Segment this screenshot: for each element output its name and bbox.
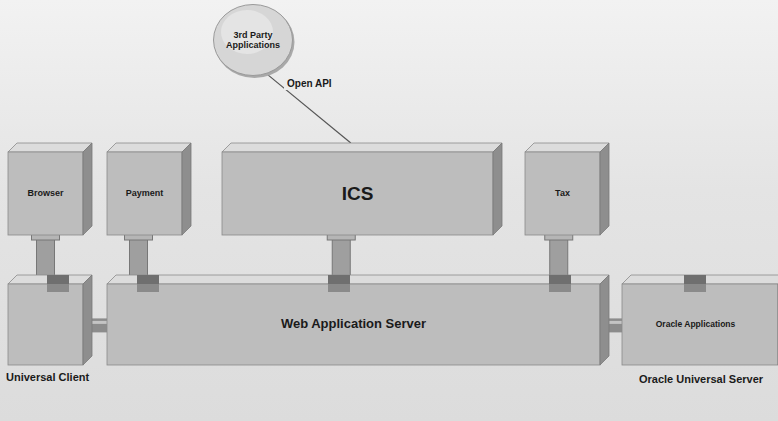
block-side: [600, 143, 609, 235]
block-label: 3rd Party Applications: [221, 30, 285, 51]
block-top: [107, 143, 191, 152]
block-face: Browser: [10, 152, 81, 235]
base-block: Oracle ApplicationsOracle Universal Serv…: [622, 275, 778, 365]
block-top: [622, 275, 778, 284]
block-label: ICS: [342, 183, 374, 205]
block-top: [8, 275, 92, 284]
block-side: [83, 275, 92, 365]
block-face: Web Application Server: [109, 284, 598, 365]
base-block: Web Application Server: [107, 275, 609, 365]
socket-notch: [328, 284, 350, 292]
block-top: [8, 143, 92, 152]
block-side: [182, 143, 191, 235]
block-label: Tax: [555, 188, 570, 198]
block-front: [107, 284, 600, 365]
block-side: [83, 143, 92, 235]
block-front: [525, 152, 600, 235]
base-shape: [8, 275, 92, 365]
block-top: [107, 275, 609, 284]
socket-notch: [328, 275, 350, 284]
block-front: [8, 284, 83, 365]
block-front: [222, 152, 493, 235]
block-face: Oracle Applications: [624, 284, 767, 365]
socket-notch: [47, 284, 69, 292]
connector-highlight: [609, 321, 622, 324]
block-caption: Oracle Universal Server: [628, 373, 774, 386]
api-line: [266, 73, 351, 143]
connector-plug: [92, 318, 107, 332]
socket-notch: [137, 275, 159, 284]
block-label: Payment: [126, 188, 164, 198]
module-block: ICS: [222, 143, 502, 235]
block-side: [600, 275, 609, 365]
socket-notch: [549, 275, 571, 284]
circle-body: [214, 5, 293, 76]
block-face: ICS: [224, 152, 491, 235]
edge-label: Open API: [284, 77, 335, 90]
module-block: Tax: [525, 143, 609, 235]
module-block: Browser: [8, 143, 92, 235]
module-block: Payment: [107, 143, 191, 235]
socket-notch: [684, 284, 706, 292]
socket-notch: [549, 284, 571, 292]
block-label: Oracle Applications: [656, 320, 736, 330]
socket-notch: [47, 275, 69, 284]
base-block: Universal Client: [8, 275, 92, 365]
socket-notch: [137, 284, 159, 292]
block-front: [622, 284, 778, 365]
block-caption: Universal Client: [6, 371, 146, 384]
block-top: [525, 143, 609, 152]
block-front: [8, 152, 83, 235]
external-app-circle: 3rd Party Applications: [213, 4, 293, 76]
block-label: Browser: [27, 188, 63, 198]
connector-plug: [609, 318, 622, 332]
block-face: Payment: [109, 152, 180, 235]
block-top: [222, 143, 502, 152]
block-face: Tax: [527, 152, 598, 235]
block-front: [107, 152, 182, 235]
block-side: [493, 143, 502, 235]
block-label: Web Application Server: [281, 317, 426, 332]
block-face: 3rd Party Applications: [213, 4, 293, 76]
socket-notch: [684, 275, 706, 284]
connector-highlight: [92, 321, 107, 324]
